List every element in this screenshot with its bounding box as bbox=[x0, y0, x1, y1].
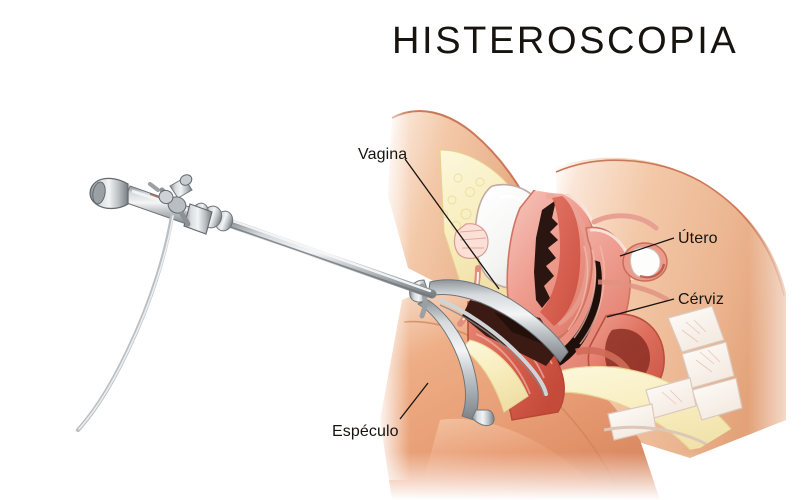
scope-shaft-highlight bbox=[228, 218, 432, 293]
leader-vagina bbox=[404, 158, 500, 290]
scope-shaft-shadow bbox=[227, 225, 433, 298]
vaginal-lumen bbox=[462, 300, 560, 366]
scope-light-post bbox=[169, 174, 193, 199]
fade-top bbox=[376, 78, 812, 112]
page-title: HISTEROSCOPIA bbox=[392, 20, 739, 62]
scope-eyepiece-lens bbox=[92, 181, 106, 205]
label-cerviz: Cérviz bbox=[678, 291, 724, 308]
speculum-upper-blade bbox=[427, 279, 569, 363]
coccyx bbox=[603, 425, 758, 472]
light-cable-highlight bbox=[78, 215, 174, 430]
fade-bottom bbox=[376, 452, 812, 500]
vaginal-rugae bbox=[567, 245, 606, 345]
pubic-bone bbox=[453, 223, 489, 259]
endometrium-lining bbox=[540, 196, 581, 326]
speculum-lower-blade bbox=[416, 299, 479, 421]
label-especulo: Espéculo bbox=[332, 423, 399, 440]
leader-especulo bbox=[399, 382, 429, 420]
label-utero: Útero bbox=[678, 230, 718, 247]
hysteroscope-group bbox=[76, 174, 437, 432]
ovary-group bbox=[622, 242, 668, 282]
fade-right bbox=[748, 80, 812, 480]
broad-ligament bbox=[597, 279, 670, 303]
fallopian-tube bbox=[591, 213, 659, 231]
label-vagina: Vagina bbox=[358, 146, 408, 163]
scope-shaft bbox=[221, 217, 437, 299]
leader-cerviz bbox=[606, 298, 675, 318]
leader-lines bbox=[399, 158, 675, 420]
ovary-follicle bbox=[630, 247, 661, 278]
labial-fat bbox=[461, 339, 529, 413]
light-cable bbox=[76, 214, 174, 432]
leader-utero bbox=[619, 237, 675, 257]
speculum-group bbox=[409, 279, 569, 427]
sacrum-trabeculae bbox=[661, 319, 721, 405]
speculum-lower-tip bbox=[471, 409, 495, 427]
speculum-inner-blade-shade bbox=[439, 304, 545, 397]
endometrial-cavity bbox=[534, 200, 558, 308]
sacrum-group bbox=[607, 305, 743, 441]
ovary-shadow bbox=[639, 263, 666, 279]
speculum-inner-blade bbox=[438, 298, 548, 396]
pubic-bone-lines bbox=[459, 229, 487, 249]
scope-valve-knob bbox=[148, 182, 174, 205]
